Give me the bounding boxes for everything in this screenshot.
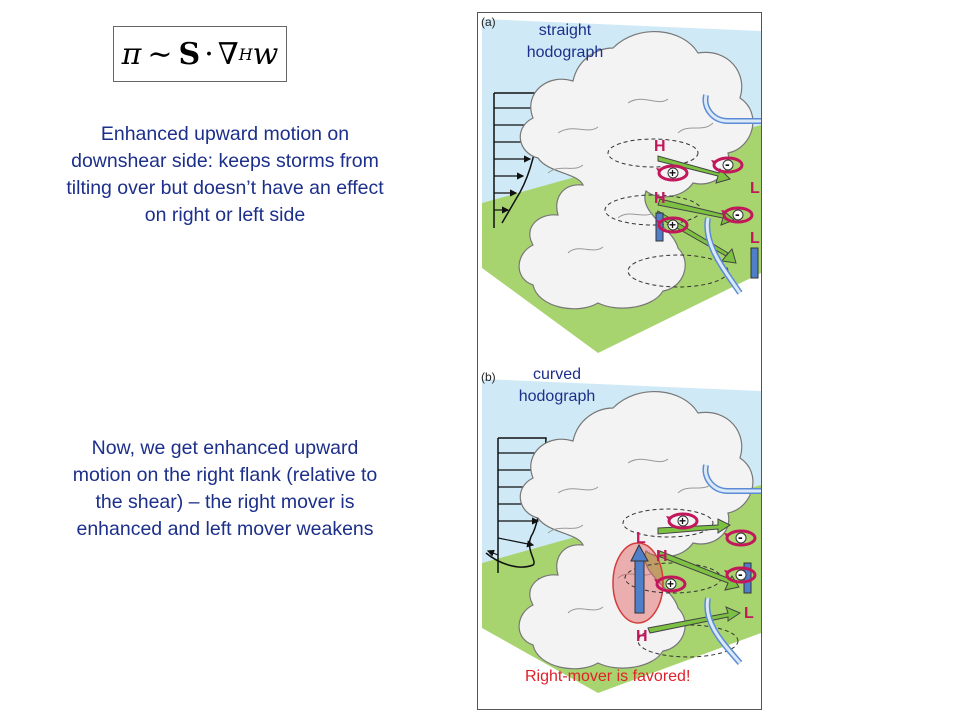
panel-a-minus1: - (725, 156, 730, 172)
formula-w: w (252, 36, 279, 72)
panel-a-h1: H (654, 138, 666, 155)
panel-b-hodograph-label: curved hodograph (518, 366, 596, 405)
supercell-figure: W N S E H (477, 12, 762, 710)
formula-box: π ∼ S · ∇H w (113, 26, 287, 82)
formula-dot: · (204, 36, 214, 72)
panel-a-minus2: - (735, 206, 740, 222)
formula-s: S (178, 36, 201, 72)
figure-svg: W N S E H (482, 19, 761, 693)
formula-nabla: ∇ (217, 36, 239, 72)
panel-a-h2: H (654, 190, 666, 207)
panel-b-h2: H (656, 548, 668, 565)
panel-b-plus1: + (679, 514, 686, 528)
panel-b-h3: H (636, 628, 648, 645)
panel-a-l1: L (750, 180, 760, 197)
panel-b-l1: L (636, 530, 646, 547)
panel-b-l2: L (744, 605, 754, 622)
panel-a-plus2: + (669, 218, 676, 232)
description-top: Enhanced upward motion on downshear side… (66, 123, 384, 226)
panel-b-label: (b) (481, 370, 496, 384)
panel-b-diagram: W N S E (482, 379, 761, 693)
formula-sub: H (238, 44, 253, 64)
formula-pi: π (121, 36, 142, 72)
panel-b-minus1: - (738, 529, 743, 545)
panel-b-plus2: + (667, 577, 674, 591)
right-mover-annotation: Right-mover is favored! (525, 668, 691, 685)
panel-a-l2: L (750, 230, 760, 247)
panel-a-diagram: W N S E H (482, 19, 761, 353)
panel-a-hodograph-label: straight hodograph (526, 22, 604, 61)
formula-sim: ∼ (147, 36, 173, 72)
right-mover-updraft (634, 557, 645, 614)
panel-a-plus1: + (669, 166, 676, 180)
panel-a-label: (a) (481, 15, 496, 29)
description-bottom: Now, we get enhanced upward motion on th… (72, 437, 378, 540)
panel-b-minus2: - (738, 566, 743, 582)
